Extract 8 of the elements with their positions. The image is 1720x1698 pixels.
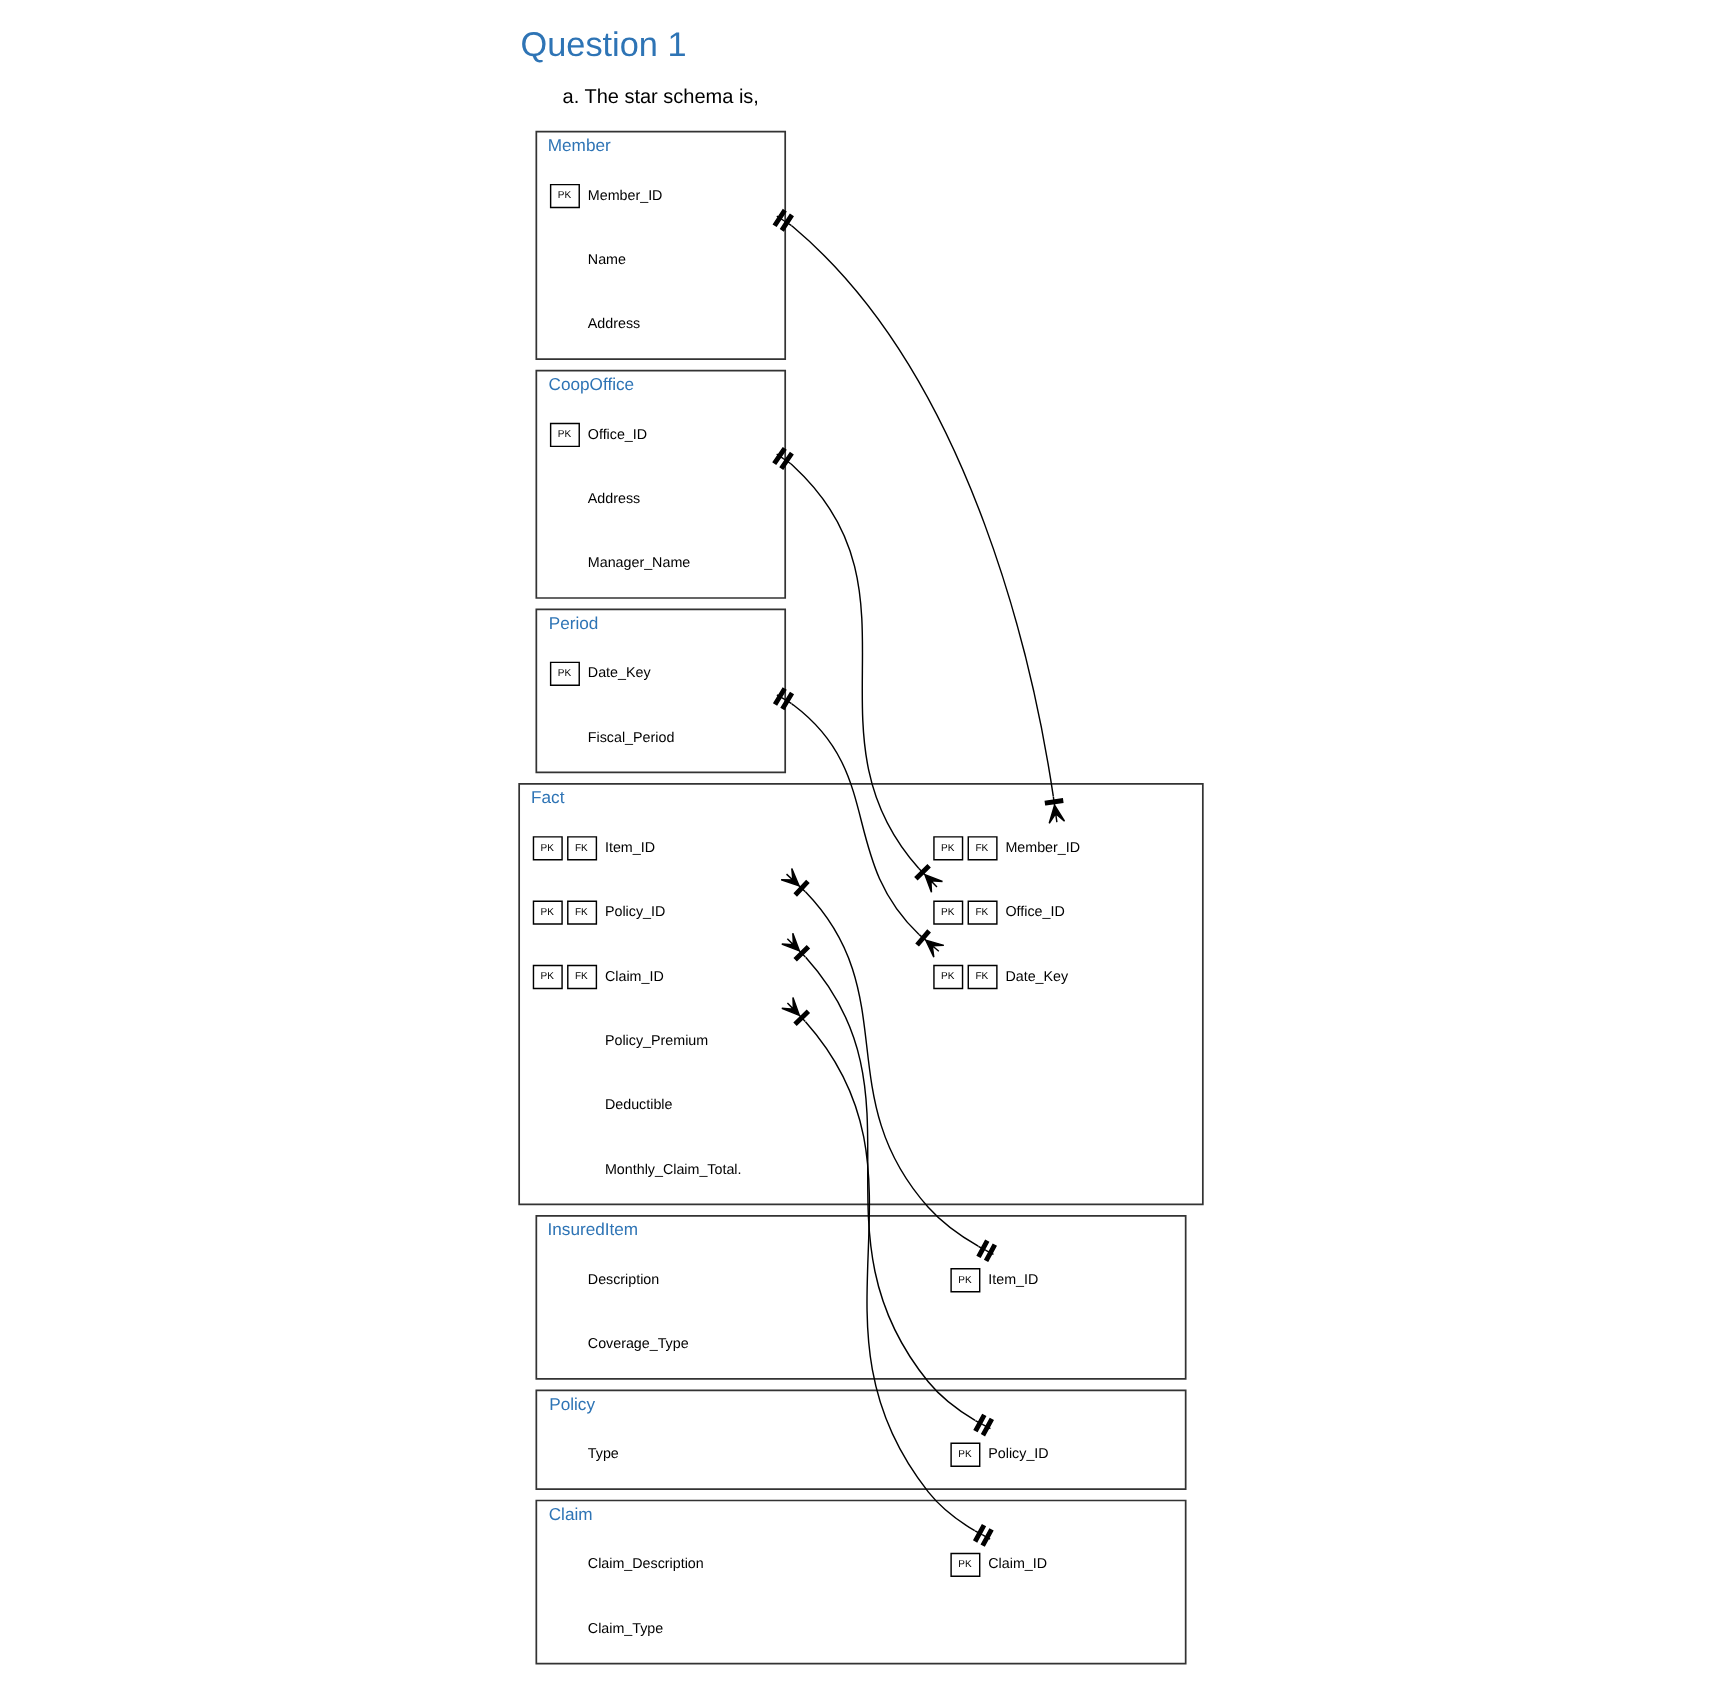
connector — [771, 446, 943, 894]
connector — [779, 867, 996, 1263]
diagram-title: Question 1 — [519, 24, 686, 65]
connector — [771, 687, 944, 958]
connector — [780, 996, 993, 1547]
label: a. The star schema is, — [561, 86, 758, 109]
connector — [780, 932, 993, 1437]
connector — [771, 208, 1065, 824]
